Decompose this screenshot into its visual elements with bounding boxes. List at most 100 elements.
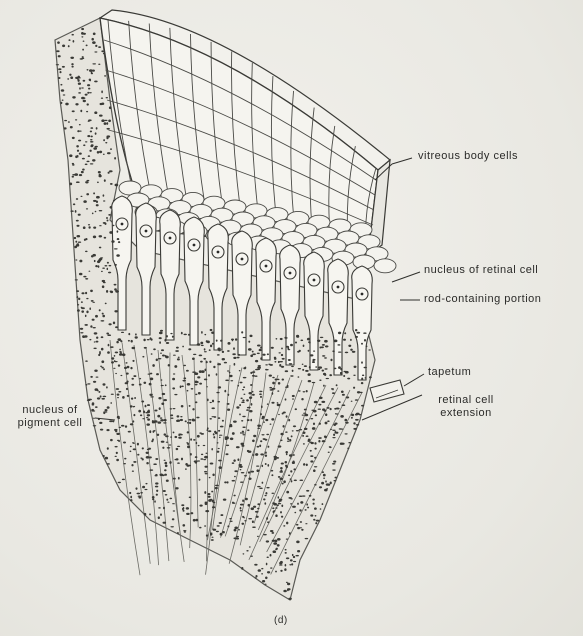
pigment-dot: [266, 540, 269, 542]
pigment-dot: [101, 98, 103, 99]
pigment-dot: [190, 453, 192, 456]
pigment-dot: [163, 422, 167, 423]
pigment-dot: [94, 51, 97, 52]
pigment-dot: [232, 353, 236, 355]
pigment-dot: [108, 214, 111, 216]
pigment-dot: [262, 580, 265, 582]
pigment-dot: [195, 394, 197, 396]
pigment-dot: [180, 419, 183, 421]
pigment-dot: [209, 349, 211, 351]
pigment-dot: [194, 460, 198, 462]
pigment-dot: [99, 247, 102, 249]
pigment-dot: [89, 307, 91, 310]
pigment-dot: [65, 103, 68, 106]
pigment-dot: [278, 445, 282, 447]
pigment-dot: [96, 337, 98, 339]
pigment-dot: [200, 361, 203, 363]
pigment-dot: [298, 376, 300, 378]
pigment-dot: [127, 366, 130, 369]
pigment-dot: [260, 347, 262, 349]
pigment-dot: [274, 358, 277, 360]
pigment-dot: [353, 428, 357, 430]
pigment-dot: [286, 337, 288, 339]
pigment-dot: [328, 452, 330, 453]
pigment-dot: [310, 460, 313, 462]
pigment-dot: [219, 437, 221, 439]
pigment-dot: [248, 478, 251, 480]
pigment-dot: [164, 419, 167, 421]
pigment-dot: [282, 413, 284, 415]
pigment-dot: [255, 453, 258, 456]
pigment-dot: [153, 420, 156, 422]
pigment-dot: [233, 357, 236, 359]
pigment-dot: [286, 415, 288, 418]
pigment-dot: [122, 353, 126, 356]
pigment-dot: [146, 423, 150, 425]
pigment-dot: [161, 474, 164, 476]
pigment-dot: [259, 444, 261, 447]
tapetum-plate: [370, 380, 404, 402]
pigment-dot: [77, 155, 79, 158]
pigment-dot: [229, 425, 232, 427]
pigment-dot: [325, 345, 329, 347]
pigment-dot: [117, 416, 120, 419]
pigment-dot: [224, 481, 227, 483]
pigment-dot: [116, 452, 118, 454]
pigment-dot: [76, 181, 80, 183]
pigment-dot: [313, 503, 315, 505]
pigment-dot: [75, 77, 78, 79]
pigment-dot: [303, 431, 306, 433]
pigment-dot: [185, 420, 187, 422]
pigment-dot: [254, 564, 257, 566]
pigment-dot: [75, 259, 77, 260]
pigment-dot: [61, 89, 64, 92]
pigment-dot: [285, 370, 288, 372]
pigment-dot: [155, 458, 158, 460]
pigment-dot: [98, 391, 100, 393]
pigment-dot: [279, 361, 283, 362]
pigment-dot: [199, 527, 202, 529]
pigment-dot: [98, 259, 101, 262]
pigment-dot: [81, 301, 83, 303]
pigment-dot: [332, 430, 335, 431]
pigment-dot: [150, 373, 153, 375]
pigment-dot: [152, 364, 155, 367]
pigment-dot: [85, 251, 88, 253]
pigment-dot: [114, 310, 117, 312]
pigment-dot: [277, 538, 281, 541]
pigment-dot: [158, 397, 161, 399]
pigment-dot: [247, 429, 249, 431]
pigment-dot: [259, 391, 262, 393]
pigment-dot: [286, 491, 289, 494]
pigment-dot: [143, 411, 145, 414]
pigment-dot: [190, 512, 193, 514]
pigment-dot: [158, 507, 161, 509]
pigment-dot: [79, 260, 82, 263]
pigment-dot: [75, 241, 77, 243]
pigment-dot: [201, 331, 203, 334]
pigment-dot: [128, 431, 131, 433]
pigment-dot: [222, 531, 225, 533]
pigment-dot: [184, 531, 186, 532]
pigment-dot: [89, 92, 92, 93]
pigment-dot: [102, 313, 104, 315]
pigment-dot: [97, 182, 99, 184]
pigment-dot: [312, 499, 315, 501]
pigment-dot: [99, 309, 101, 311]
pigment-dot: [271, 493, 274, 494]
panel-label: (d): [274, 614, 288, 627]
pigment-dot: [227, 394, 229, 396]
pigment-dot: [273, 510, 275, 512]
pigment-dot: [100, 429, 103, 431]
pigment-dot: [58, 68, 61, 70]
pigment-dot: [317, 340, 320, 342]
pigment-dot: [92, 41, 96, 44]
pigment-dot: [107, 351, 110, 354]
pigment-dot: [133, 406, 135, 407]
pigment-dot: [296, 335, 298, 337]
pigment-dot: [306, 503, 308, 505]
pigment-dot: [304, 365, 307, 367]
pigment-dot: [232, 432, 235, 435]
pigment-dot: [135, 336, 138, 338]
pigment-dot: [217, 354, 220, 356]
